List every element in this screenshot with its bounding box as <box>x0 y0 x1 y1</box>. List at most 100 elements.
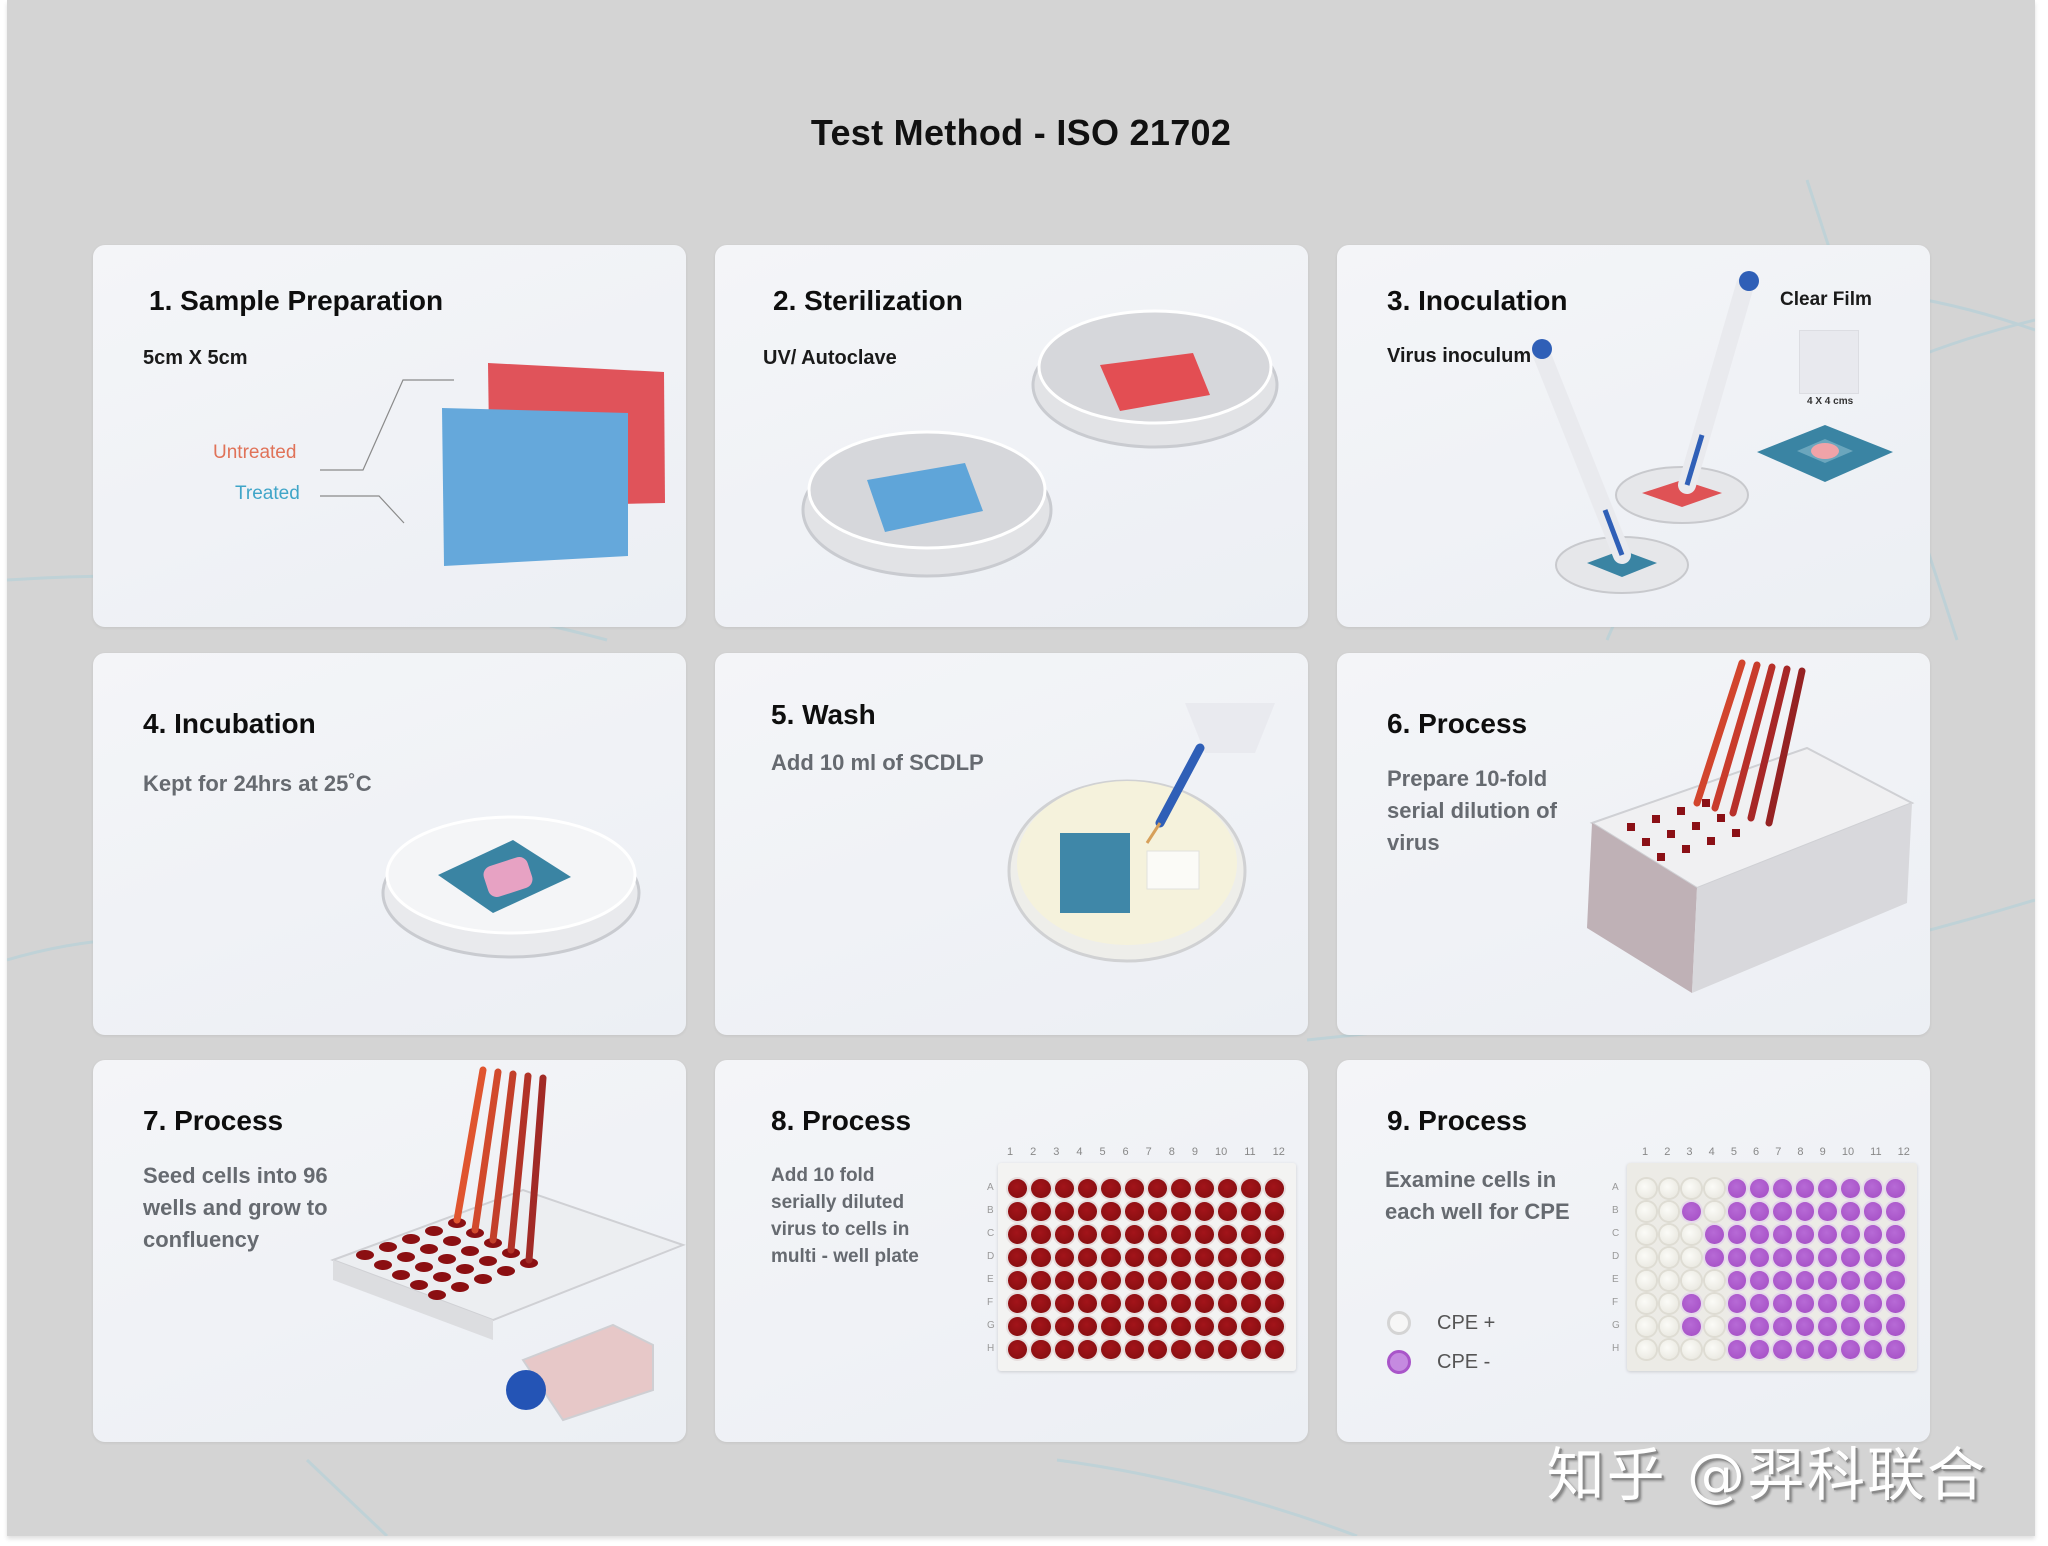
well-G9 <box>1194 1317 1214 1336</box>
column-label: 4 <box>1076 1146 1083 1158</box>
well-B9-cpe-negative <box>1818 1202 1837 1221</box>
well-F2-cpe-positive <box>1659 1294 1679 1313</box>
clear-film-label: Clear Film <box>1780 289 1872 310</box>
well-A7-cpe-negative <box>1772 1179 1792 1198</box>
cpe-well-plate <box>1627 1163 1917 1371</box>
column-label: 11 <box>1244 1146 1256 1158</box>
well-F8 <box>1171 1294 1191 1313</box>
legend-label: CPE - <box>1437 1350 1491 1373</box>
column-label: 6 <box>1122 1146 1129 1158</box>
well-B11-cpe-negative <box>1863 1202 1883 1221</box>
cpe-negative-swatch-icon <box>1387 1350 1411 1374</box>
cell-seeding-illustration <box>330 1066 686 1422</box>
well-D3-cpe-positive <box>1682 1248 1701 1267</box>
well-E1-cpe-positive <box>1637 1271 1656 1290</box>
step-title: 4. Incubation <box>143 708 316 739</box>
well-F4 <box>1078 1294 1098 1313</box>
well-E1 <box>1008 1271 1028 1290</box>
well-H7 <box>1148 1340 1168 1359</box>
well-H10-cpe-negative <box>1840 1340 1860 1359</box>
well-F10-cpe-negative <box>1840 1294 1860 1313</box>
well-A12 <box>1264 1179 1284 1198</box>
well-C8 <box>1171 1225 1191 1244</box>
row-label: C <box>1612 1228 1620 1239</box>
well-H6 <box>1124 1340 1144 1359</box>
well-D6 <box>1124 1248 1144 1267</box>
well-G12 <box>1264 1317 1284 1336</box>
well-B12-cpe-negative <box>1886 1202 1905 1221</box>
row-label: A <box>987 1182 994 1193</box>
well-B3 <box>1054 1202 1074 1221</box>
column-label: 5 <box>1099 1146 1106 1158</box>
treated-label: Treated <box>235 483 300 504</box>
well-E10 <box>1218 1271 1238 1290</box>
well-A2 <box>1031 1179 1051 1198</box>
well-D2 <box>1031 1248 1051 1267</box>
well-E3 <box>1054 1271 1074 1290</box>
well-E12 <box>1264 1271 1284 1290</box>
infographic-canvas: Test Method - ISO 21702 1. Sample Prepar… <box>7 0 2035 1536</box>
column-label: 12 <box>1897 1146 1910 1158</box>
well-D4 <box>1078 1248 1098 1267</box>
step-8-process: 8. Process Add 10 fold serially diluted … <box>715 1060 1308 1442</box>
well-H3 <box>1054 1340 1074 1359</box>
well-H3-cpe-positive <box>1682 1340 1701 1359</box>
well-D5-cpe-negative <box>1727 1248 1747 1267</box>
well-G11 <box>1241 1317 1261 1336</box>
step-6-process: 6. Process Prepare 10-fold serial diluti… <box>1337 653 1930 1035</box>
column-label: 2 <box>1664 1146 1671 1158</box>
column-label: 3 <box>1686 1146 1693 1158</box>
row-label: H <box>1612 1343 1620 1354</box>
virus-inoculum-label: Virus inoculum <box>1387 345 1532 367</box>
well-A9-cpe-negative <box>1818 1179 1837 1198</box>
step-3-inoculation: 3. Inoculation Virus inoculum Clear Film… <box>1337 245 1930 627</box>
well-H9-cpe-negative <box>1818 1340 1837 1359</box>
well-C8-cpe-negative <box>1795 1225 1815 1244</box>
well-A3-cpe-positive <box>1682 1179 1701 1198</box>
well-C2 <box>1031 1225 1051 1244</box>
step-title: 6. Process <box>1387 708 1528 739</box>
well-D9 <box>1194 1248 1214 1267</box>
well-B8-cpe-negative <box>1795 1202 1815 1221</box>
well-H9 <box>1194 1340 1214 1359</box>
well-F9-cpe-negative <box>1818 1294 1837 1313</box>
well-H11 <box>1241 1340 1261 1359</box>
column-label: 8 <box>1797 1146 1804 1158</box>
well-B5-cpe-negative <box>1727 1202 1747 1221</box>
well-grid <box>1006 1177 1286 1361</box>
sample-size: 5cm X 5cm <box>143 347 248 369</box>
well-G1-cpe-positive <box>1637 1317 1656 1336</box>
well-E12-cpe-negative <box>1886 1271 1905 1290</box>
well-G2 <box>1031 1317 1051 1336</box>
well-G10-cpe-negative <box>1840 1317 1860 1336</box>
step-5-wash: 5. Wash Add 10 ml of SCDLP <box>715 653 1308 1035</box>
well-H12 <box>1264 1340 1284 1359</box>
well-E2 <box>1031 1271 1051 1290</box>
well-D8-cpe-negative <box>1795 1248 1815 1267</box>
well-E8 <box>1171 1271 1191 1290</box>
well-H4 <box>1078 1340 1098 1359</box>
well-H12-cpe-negative <box>1886 1340 1905 1359</box>
well-E3-cpe-positive <box>1682 1271 1701 1290</box>
well-B4 <box>1078 1202 1098 1221</box>
well-A8-cpe-negative <box>1795 1179 1815 1198</box>
well-G2-cpe-positive <box>1659 1317 1679 1336</box>
column-label: 3 <box>1053 1146 1060 1158</box>
well-A8 <box>1171 1179 1191 1198</box>
legend-cpe-positive: CPE + <box>1387 1311 1495 1335</box>
well-H2 <box>1031 1340 1051 1359</box>
step-title: 9. Process <box>1387 1105 1528 1136</box>
clear-film-swatch <box>1799 330 1859 394</box>
row-label: E <box>1612 1274 1619 1285</box>
well-C12-cpe-negative <box>1886 1225 1905 1244</box>
well-F6-cpe-negative <box>1750 1294 1769 1313</box>
well-G7 <box>1148 1317 1168 1336</box>
step-title: 1. Sample Preparation <box>149 285 444 316</box>
well-F7-cpe-negative <box>1772 1294 1792 1313</box>
well-C6 <box>1124 1225 1144 1244</box>
well-G11-cpe-negative <box>1863 1317 1883 1336</box>
well-H10 <box>1218 1340 1238 1359</box>
well-H8-cpe-negative <box>1795 1340 1815 1359</box>
column-label: 2 <box>1030 1146 1037 1158</box>
